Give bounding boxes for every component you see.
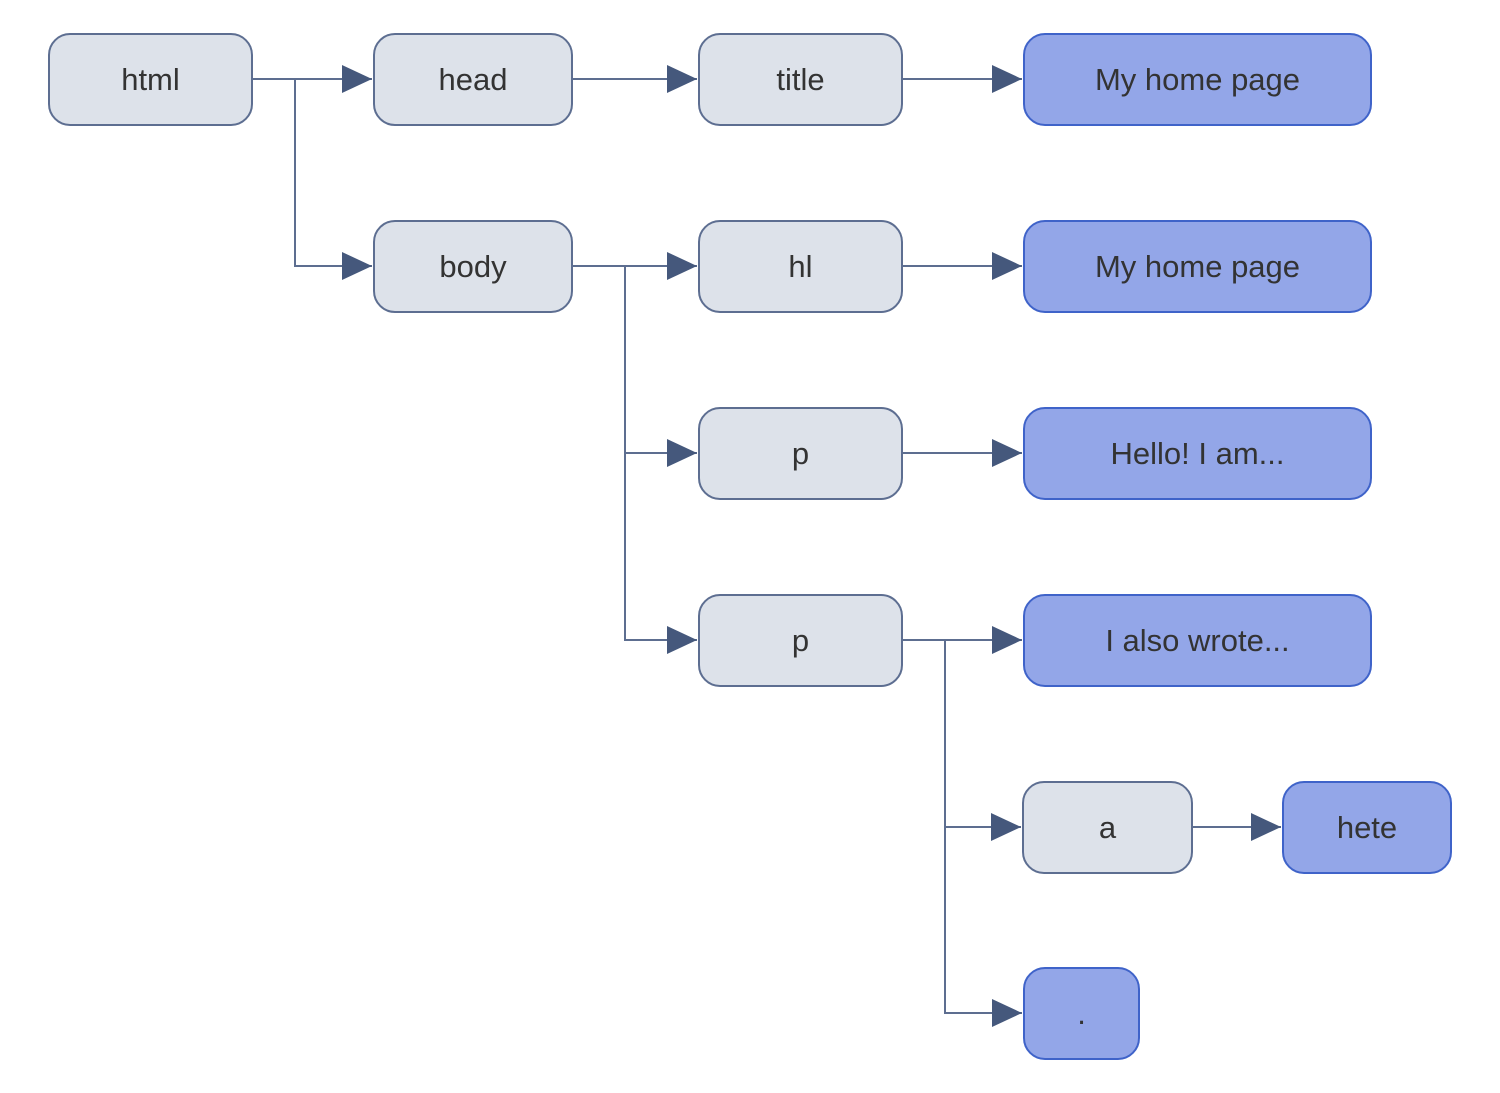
node-label: . bbox=[1077, 996, 1086, 1031]
connector-p2-to-a bbox=[903, 639, 1021, 828]
node-head: head bbox=[373, 33, 573, 126]
node-label: Hello! I am... bbox=[1110, 436, 1285, 471]
node-title: title bbox=[698, 33, 903, 126]
connector-p2-to-dot-text bbox=[903, 639, 1022, 1014]
node-hl-text: My home page bbox=[1023, 220, 1372, 313]
node-title-text: My home page bbox=[1023, 33, 1372, 126]
node-label: title bbox=[776, 62, 825, 97]
arrowhead-icon bbox=[667, 626, 697, 654]
arrowhead-icon bbox=[992, 252, 1022, 280]
node-label: My home page bbox=[1094, 62, 1301, 97]
node-label: p bbox=[791, 623, 810, 658]
node-label: My home page bbox=[1094, 249, 1301, 284]
connector-html-to-body bbox=[253, 78, 372, 267]
arrowhead-icon bbox=[991, 813, 1021, 841]
arrowhead-icon bbox=[992, 626, 1022, 654]
node-label: p bbox=[791, 436, 810, 471]
node-a: a bbox=[1022, 781, 1193, 874]
arrowhead-icon bbox=[342, 252, 372, 280]
arrowhead-icon bbox=[992, 65, 1022, 93]
node-label: html bbox=[121, 62, 180, 97]
node-dot-text: . bbox=[1023, 967, 1140, 1060]
node-p1-text: Hello! I am... bbox=[1023, 407, 1372, 500]
arrowhead-icon bbox=[992, 439, 1022, 467]
arrowhead-icon bbox=[992, 999, 1022, 1027]
node-label: I also wrote... bbox=[1105, 623, 1290, 658]
node-body: body bbox=[373, 220, 573, 313]
arrowhead-icon bbox=[342, 65, 372, 93]
node-html: html bbox=[48, 33, 253, 126]
node-p1: p bbox=[698, 407, 903, 500]
connector-body-to-p1 bbox=[573, 265, 697, 454]
node-label: a bbox=[1098, 810, 1117, 845]
node-p2: p bbox=[698, 594, 903, 687]
arrowhead-icon bbox=[667, 65, 697, 93]
arrowhead-icon bbox=[1251, 813, 1281, 841]
node-label: hl bbox=[788, 249, 813, 284]
node-label: hete bbox=[1336, 810, 1398, 845]
node-p2-text: I also wrote... bbox=[1023, 594, 1372, 687]
connector-body-to-p2 bbox=[573, 265, 697, 641]
node-label: head bbox=[438, 62, 508, 97]
node-hl: hl bbox=[698, 220, 903, 313]
arrowhead-icon bbox=[667, 439, 697, 467]
arrowhead-icon bbox=[667, 252, 697, 280]
node-a-text: hete bbox=[1282, 781, 1452, 874]
node-label: body bbox=[439, 249, 507, 284]
